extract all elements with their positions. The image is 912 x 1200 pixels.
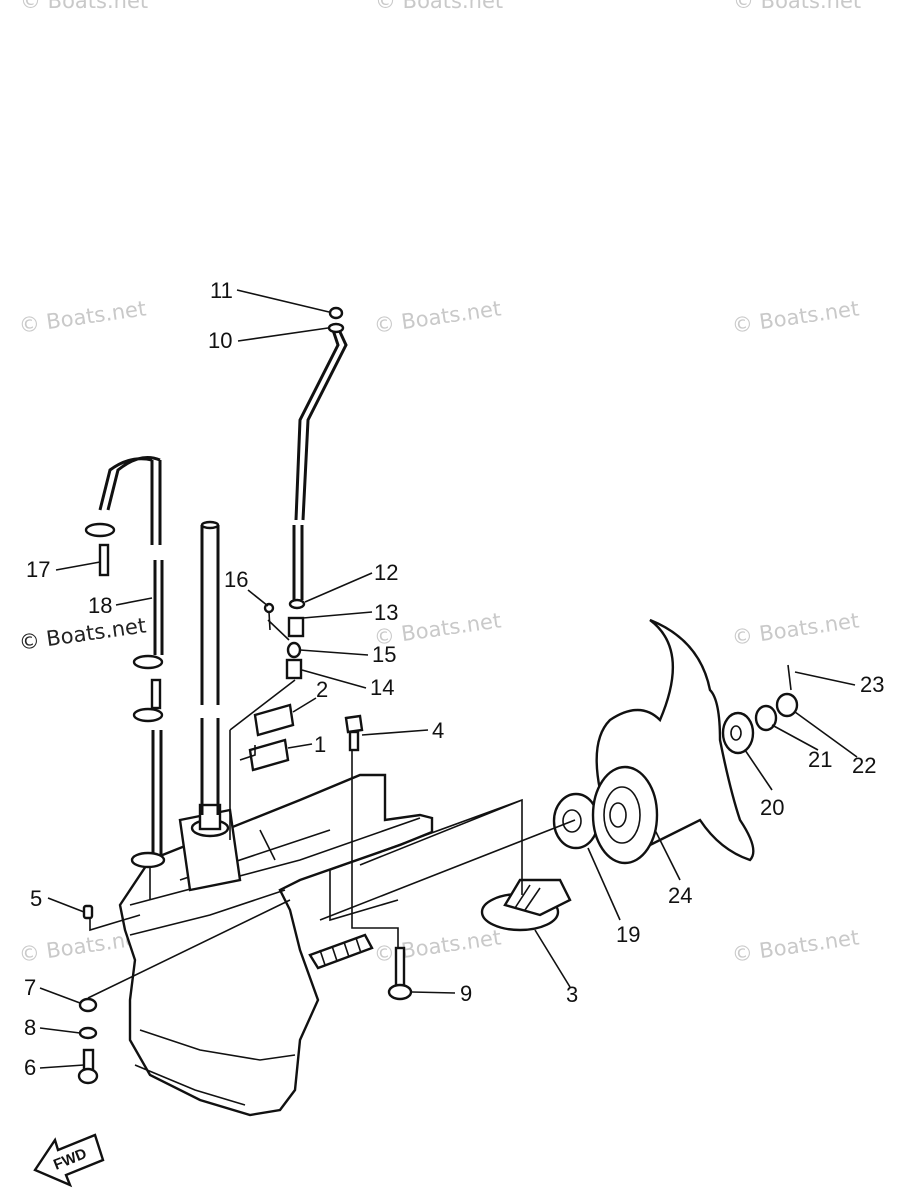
small-parts-left [77, 904, 99, 1085]
fwd-arrow: FWD [33, 1133, 105, 1188]
part-7-shape [78, 997, 98, 1013]
label-5: 5 [30, 886, 42, 911]
label-10: 10 [208, 328, 232, 353]
label-13: 13 [374, 600, 398, 625]
label-4: 4 [432, 718, 444, 743]
label-24: 24 [668, 883, 692, 908]
thrust-washer-19 [552, 792, 600, 850]
label-15: 15 [372, 642, 396, 667]
propeller-hub-24 [591, 765, 659, 865]
cotter-pin-23 [787, 664, 792, 691]
clamp-lower [132, 707, 164, 723]
clip-12 [288, 598, 306, 610]
label-18: 18 [88, 593, 112, 618]
part-8-shape [78, 1026, 98, 1040]
label-21: 21 [808, 747, 832, 772]
anode-parts [248, 703, 295, 772]
water-tube-assembly [84, 456, 166, 869]
label-17: 17 [26, 557, 50, 582]
label-11: 11 [210, 278, 233, 303]
label-16: 16 [224, 567, 248, 592]
label-23: 23 [860, 672, 884, 697]
drive-shaft [200, 520, 220, 815]
watermark-row2-right: © Boats.net [730, 296, 860, 338]
watermark-top-left: © Boats.net [20, 0, 148, 13]
label-6: 6 [24, 1055, 36, 1080]
watermark-row3-right: © Boats.net [730, 608, 860, 650]
joint-lower [150, 678, 162, 710]
watermark-top-right: © Boats.net [733, 0, 861, 13]
watermark-row4-center: © Boats.net [372, 925, 502, 967]
label-8: 8 [24, 1015, 36, 1040]
label-14: 14 [370, 675, 394, 700]
bolt-4 [344, 714, 364, 752]
clamp-middle [132, 654, 164, 670]
label-19: 19 [616, 922, 640, 947]
bushing-13 [287, 616, 305, 638]
label-20: 20 [760, 795, 784, 820]
shift-rod [263, 306, 348, 680]
watermark-top-center: © Boats.net [375, 0, 503, 13]
part-2-shape [253, 703, 295, 737]
lower-unit-housing [118, 773, 434, 1117]
washer-10 [327, 322, 345, 334]
rod-joint-14 [285, 658, 303, 680]
clamp-upper [84, 522, 116, 538]
propeller-assembly [552, 618, 799, 865]
part-1-shape [248, 738, 290, 772]
label-22: 22 [852, 753, 876, 778]
label-2: 2 [316, 677, 328, 702]
label-1: 1 [314, 732, 326, 757]
watermark-row4-right: © Boats.net [730, 925, 860, 967]
watermark-row3-left: © Boats.net [17, 613, 147, 655]
trim-tab-3 [480, 878, 572, 932]
watermark-row2-left: © Boats.net [17, 296, 147, 338]
label-9: 9 [460, 981, 472, 1006]
label-12: 12 [374, 560, 398, 585]
label-3: 3 [566, 982, 578, 1007]
o-ring-15 [286, 641, 302, 659]
watermark-row2-center: © Boats.net [372, 296, 502, 338]
spacer-20 [721, 711, 755, 755]
nut-11 [328, 306, 344, 320]
nut-22 [775, 692, 799, 718]
washer-21 [754, 704, 778, 732]
label-7: 7 [24, 975, 36, 1000]
clamp-bottom [130, 851, 166, 869]
part-5-shape [82, 904, 94, 920]
joint-upper [98, 543, 110, 577]
bolt-9 [387, 946, 413, 1001]
assembly-lines [87, 679, 576, 999]
part-labels: 11 10 12 13 15 14 16 17 18 2 1 4 5 7 8 6… [24, 278, 884, 1080]
leader-lines [39, 289, 858, 1069]
